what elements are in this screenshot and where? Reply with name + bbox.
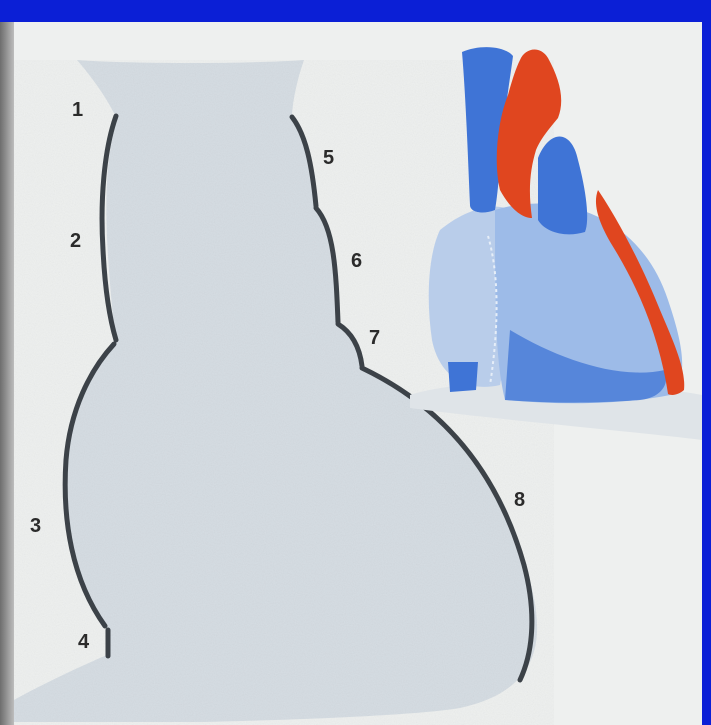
- label-7: 7: [369, 327, 380, 349]
- label-4: 4: [78, 631, 90, 653]
- label-3: 3: [30, 515, 41, 537]
- xray-strip: [0, 22, 14, 725]
- label-2: 2: [70, 230, 81, 252]
- label-8: 8: [514, 489, 525, 511]
- label-5: 5: [323, 147, 334, 169]
- heart-inferior-vena-cava: [448, 362, 478, 392]
- label-1: 1: [72, 99, 83, 121]
- label-6: 6: [351, 250, 362, 272]
- right-blue-strip: [702, 0, 711, 725]
